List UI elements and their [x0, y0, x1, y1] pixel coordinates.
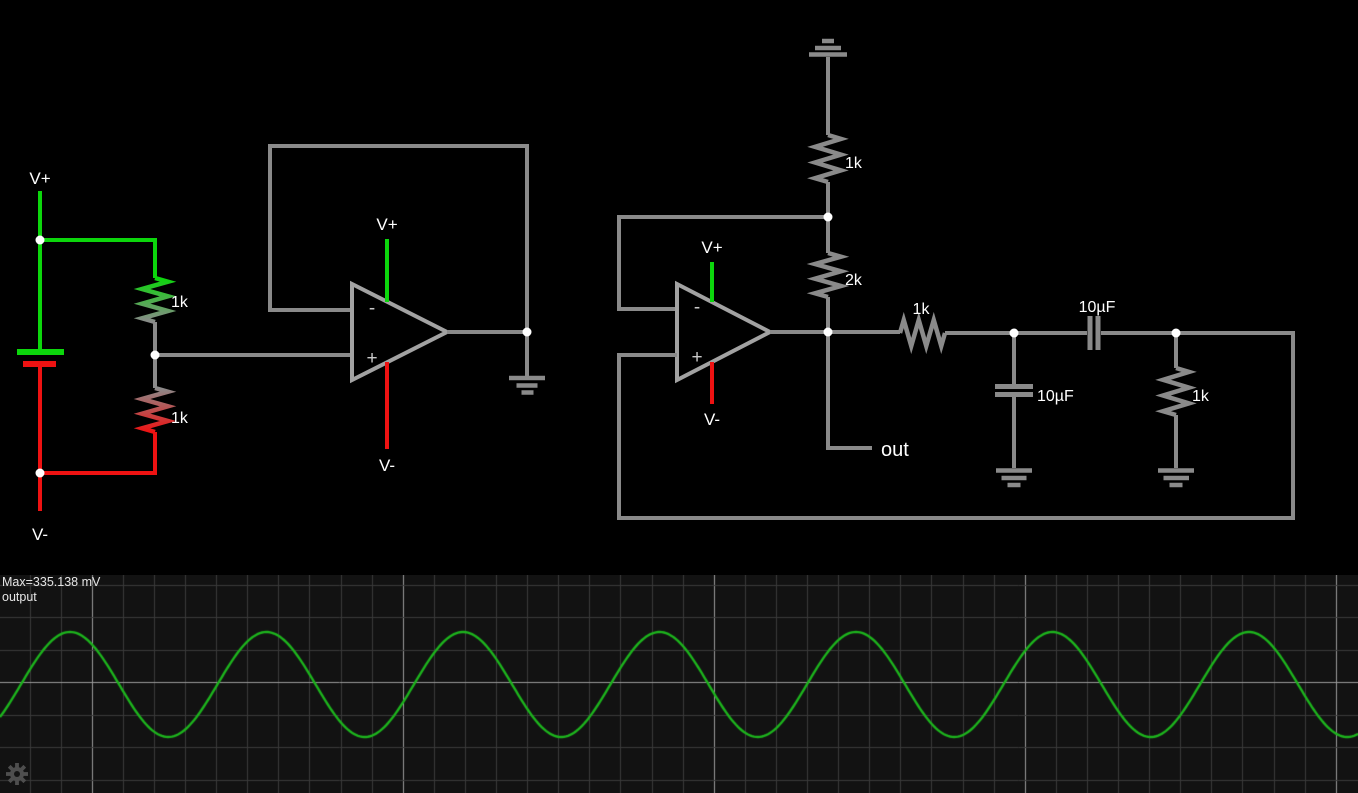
- wire-wien-positive-feedback[interactable]: [617, 331, 1295, 520]
- resistor-osc-top[interactable]: [807, 132, 849, 185]
- ground-symbol[interactable]: [996, 468, 1032, 488]
- buffer-opamp-section: - + V+ V-: [268, 144, 545, 475]
- scope-trace-canvas[interactable]: [0, 575, 1358, 793]
- ground-symbol-inverted[interactable]: [809, 38, 847, 57]
- label-divider-r-top: 1k: [171, 294, 189, 311]
- label-supply-vplus: V+: [29, 169, 50, 188]
- label-osc-r-top: 1k: [845, 155, 863, 172]
- label-supply-vminus: V-: [32, 525, 48, 544]
- label-osc-r-gain: 2k: [845, 272, 863, 289]
- scope-max-readout: Max=335.138 mV: [2, 575, 101, 589]
- osc-opamp-body[interactable]: [675, 280, 775, 384]
- buffer-opamp-body[interactable]: [350, 280, 452, 384]
- junction-dot: [150, 350, 160, 360]
- label-wien-c-shunt: 10µF: [1037, 388, 1074, 405]
- scope-channel-label: output: [2, 590, 37, 604]
- label-wien-c-series: 10µF: [1079, 299, 1116, 316]
- scope-readout: Max=335.138 mV output: [2, 575, 100, 605]
- label-buffer-vminus: V-: [379, 456, 395, 475]
- ground-symbol[interactable]: [509, 375, 545, 395]
- resistor-divider-bottom[interactable]: [133, 385, 177, 435]
- oscillator-section: 1k 2k - + V+ V- out 1k 10µF: [617, 38, 1295, 520]
- junction-dot: [35, 235, 45, 245]
- circuit-canvas[interactable]: V+ V- 1k 1k - + V+: [0, 0, 1358, 575]
- battery-dual-supply[interactable]: [17, 349, 64, 367]
- label-divider-r-bottom: 1k: [171, 410, 189, 427]
- label-wien-r-series: 1k: [913, 301, 931, 318]
- wire-buffer-feedback[interactable]: [268, 144, 529, 332]
- label-osc-out: out: [881, 439, 909, 461]
- junction-dot: [522, 327, 532, 337]
- resistor-osc-gain[interactable]: [806, 250, 850, 300]
- wire-osc-inverting-feedback[interactable]: [617, 215, 828, 311]
- scope-settings-gear-icon[interactable]: [3, 760, 31, 788]
- capacitor-wien-shunt[interactable]: [995, 384, 1033, 397]
- junction-dot: [1171, 328, 1181, 338]
- resistor-wien-series[interactable]: [897, 311, 948, 355]
- label-osc-inverting-input: -: [694, 297, 700, 318]
- ground-symbol[interactable]: [1158, 468, 1194, 488]
- wire-out-stub[interactable]: [826, 332, 872, 450]
- label-osc-vplus: V+: [701, 238, 722, 257]
- resistor-divider-top[interactable]: [133, 275, 177, 325]
- label-buffer-inverting-input: -: [369, 298, 375, 319]
- capacitor-wien-series[interactable]: [1087, 316, 1101, 350]
- label-osc-noninverting-input: +: [691, 347, 702, 368]
- junction-dot: [35, 468, 45, 478]
- junction-dot: [823, 327, 833, 337]
- dual-supply-section: V+ V- 1k 1k: [17, 169, 352, 544]
- scope-panel[interactable]: Max=335.138 mV output: [0, 575, 1358, 793]
- label-wien-r-shunt: 1k: [1192, 388, 1210, 405]
- resistor-wien-shunt[interactable]: [1155, 365, 1197, 418]
- label-buffer-noninverting-input: +: [366, 348, 377, 369]
- label-buffer-vplus: V+: [376, 215, 397, 234]
- junction-dot: [1009, 328, 1019, 338]
- junction-dot: [823, 212, 833, 222]
- wire-vplus-branch[interactable]: [40, 238, 157, 278]
- wire-divider-return[interactable]: [40, 432, 157, 475]
- label-osc-vminus: V-: [704, 410, 720, 429]
